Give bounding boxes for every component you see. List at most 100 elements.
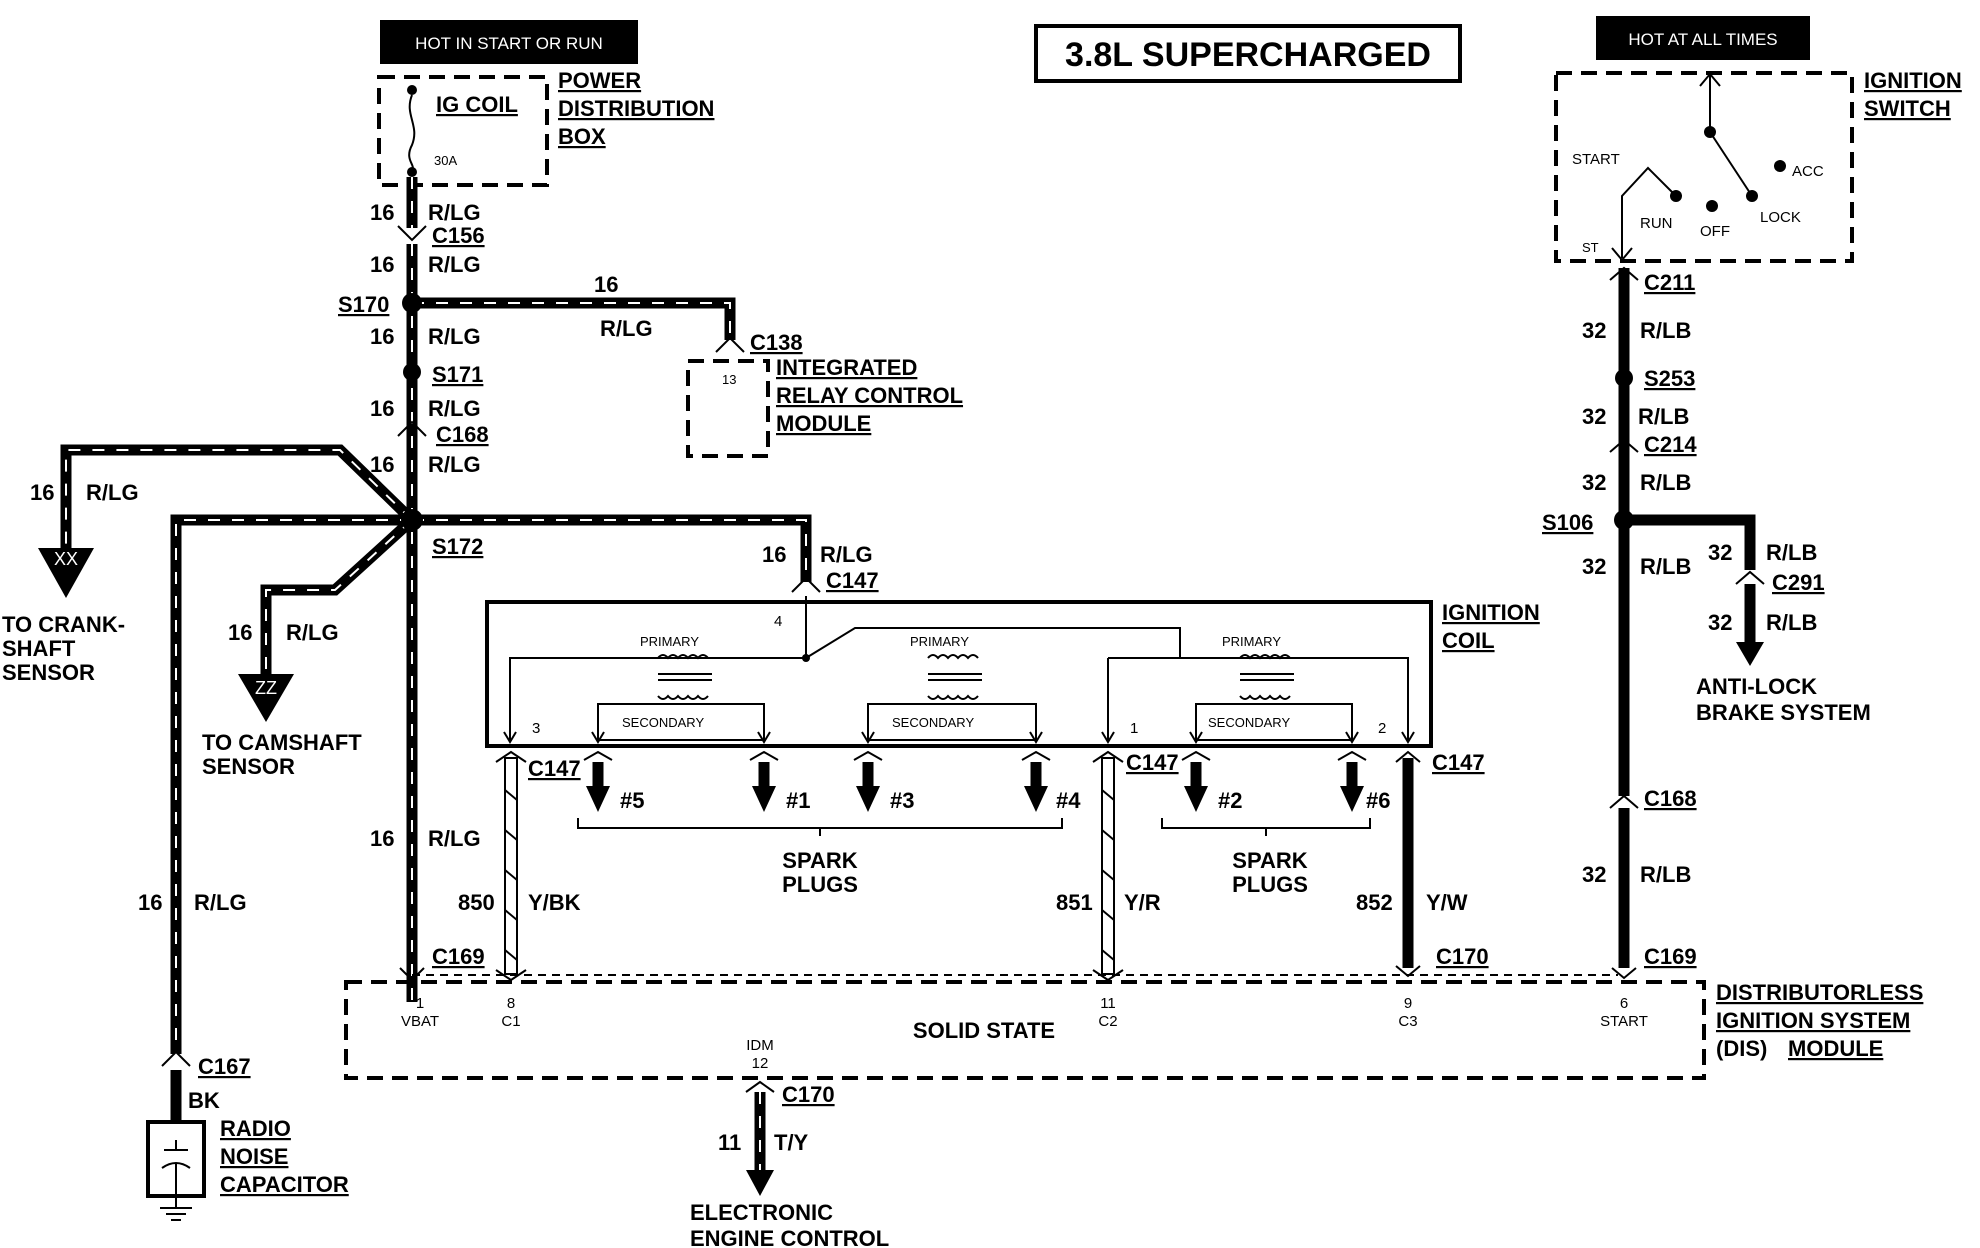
dis-module: SOLID STATE 1 VBAT 8 C1 11 C2 9 C3 6 STA… [344,980,1923,1080]
banner-hot-start-run: HOT IN START OR RUN [380,20,638,64]
svg-text:16: 16 [370,452,394,477]
svg-text:S172: S172 [432,534,483,559]
svg-text:SPARK: SPARK [1232,848,1307,873]
svg-text:C291: C291 [1772,570,1825,595]
svg-text:Y/R: Y/R [1124,890,1161,915]
svg-text:(DIS): (DIS) [1716,1036,1767,1061]
c168-right-connector-icon [1609,794,1639,809]
svg-text:DISTRIBUTION: DISTRIBUTION [558,96,714,121]
svg-text:13: 13 [722,372,736,387]
c167-connector-icon [161,1050,191,1067]
svg-text:6: 6 [1620,995,1628,1012]
s171-splice [403,363,421,381]
integrated-relay-control-module: 13 INTEGRATED RELAY CONTROL MODULE C138 [686,330,963,458]
svg-text:16: 16 [370,826,394,851]
c168-left-connector-icon [397,420,427,437]
svg-text:C147: C147 [1432,750,1485,775]
svg-text:C138: C138 [750,330,803,355]
svg-text:COIL: COIL [1442,628,1495,653]
svg-text:R/LG: R/LG [428,826,481,851]
svg-text:START: START [1600,1013,1648,1030]
c156-connector-icon [397,225,427,242]
svg-text:1: 1 [416,995,424,1012]
fuse-icon [408,94,416,171]
svg-text:852: 852 [1356,890,1393,915]
c214-connector-icon [1609,438,1639,453]
svg-text:SPARK: SPARK [782,848,857,873]
svg-text:C147: C147 [1126,750,1179,775]
svg-text:SECONDARY: SECONDARY [892,715,974,730]
coil-feed-wire [412,514,821,593]
plug-3-label: #3 [890,788,914,813]
abs-branch-wire: ANTI-LOCK BRAKE SYSTEM [1624,514,1871,725]
svg-text:R/LB: R/LB [1766,610,1817,635]
crank-tag: XX [54,549,78,569]
svg-text:1: 1 [1130,720,1138,737]
ignition-coil: IGNITION COIL 4 3 1 2 PRIMARY SECONDARY … [485,596,1540,748]
s172-splice [401,509,423,531]
svg-text:IGNITION: IGNITION [1442,600,1540,625]
svg-text:BOX: BOX [558,124,606,149]
spark-plug-arrows: #5 #1 #3 #4 #2 #6 SPARK PLUGS SPARK PLUG… [577,750,1390,897]
svg-text:C169: C169 [432,944,485,969]
svg-text:32: 32 [1708,540,1732,565]
svg-text:DISTRIBUTORLESS: DISTRIBUTORLESS [1716,980,1923,1005]
svg-text:RELAY CONTROL: RELAY CONTROL [776,383,963,408]
svg-text:ELECTRONIC: ELECTRONIC [690,1200,833,1225]
svg-text:850: 850 [458,890,495,915]
svg-text:32: 32 [1582,404,1606,429]
wire-labels: 16 R/LG C156 16 R/LG S170 16 R/LG 16 R/L… [2,200,1825,1155]
svg-text:INTEGRATED: INTEGRATED [776,355,917,380]
coil-driver-wires [495,750,1421,982]
svg-text:PLUGS: PLUGS [1232,872,1308,897]
svg-text:IGNITION: IGNITION [1864,68,1962,93]
svg-text:HOT AT ALL TIMES: HOT AT ALL TIMES [1628,30,1777,49]
svg-text:S171: S171 [432,362,483,387]
svg-text:C169: C169 [1644,944,1697,969]
svg-text:T/Y: T/Y [774,1130,809,1155]
splices-left [401,293,423,531]
svg-text:RUN: RUN [1640,215,1673,232]
svg-text:RADIO: RADIO [220,1116,291,1141]
svg-text:C168: C168 [1644,786,1697,811]
svg-text:ACC: ACC [1792,163,1824,180]
svg-text:C156: C156 [432,223,485,248]
svg-text:16: 16 [370,200,394,225]
cam-branch-wire: ZZ [238,515,416,722]
svg-text:16: 16 [228,620,252,645]
radio-noise-capacitor: RADIO NOISE CAPACITOR [146,1116,349,1221]
plug-2-label: #2 [1218,788,1242,813]
svg-text:C170: C170 [782,1082,835,1107]
svg-text:C214: C214 [1644,432,1697,457]
right-rlb-wire [1609,266,1639,980]
svg-text:SHAFT: SHAFT [2,636,76,661]
svg-text:Y/W: Y/W [1426,890,1468,915]
svg-text:16: 16 [762,542,786,567]
svg-text:16: 16 [138,890,162,915]
svg-text:R/LG: R/LG [600,316,653,341]
svg-text:SWITCH: SWITCH [1864,96,1951,121]
svg-text:HOT IN START OR RUN: HOT IN START OR RUN [415,34,603,53]
svg-text:S106: S106 [1542,510,1593,535]
svg-text:S253: S253 [1644,366,1695,391]
svg-text:851: 851 [1056,890,1093,915]
svg-text:C211: C211 [1644,270,1695,295]
svg-text:32: 32 [1582,318,1606,343]
s170-branch-wire [412,297,745,353]
svg-text:MODULE: MODULE [1788,1036,1883,1061]
plug-6-label: #6 [1366,788,1390,813]
svg-text:32: 32 [1582,554,1606,579]
svg-text:ST: ST [1582,240,1599,255]
c291-connector-icon [1735,570,1765,585]
svg-text:SOLID STATE: SOLID STATE [913,1018,1055,1043]
svg-text:ENGINE CONTROL: ENGINE CONTROL [690,1226,889,1248]
plug-1-label: #1 [786,788,810,813]
svg-text:C147: C147 [528,756,581,781]
svg-text:ANTI-LOCK: ANTI-LOCK [1696,674,1817,699]
c211-connector-icon [1609,266,1639,281]
spark-plugs-bracket-a [577,818,1063,836]
svg-text:R/LB: R/LB [1640,318,1691,343]
svg-text:R/LB: R/LB [1638,404,1689,429]
svg-text:IGNITION SYSTEM: IGNITION SYSTEM [1716,1008,1910,1033]
